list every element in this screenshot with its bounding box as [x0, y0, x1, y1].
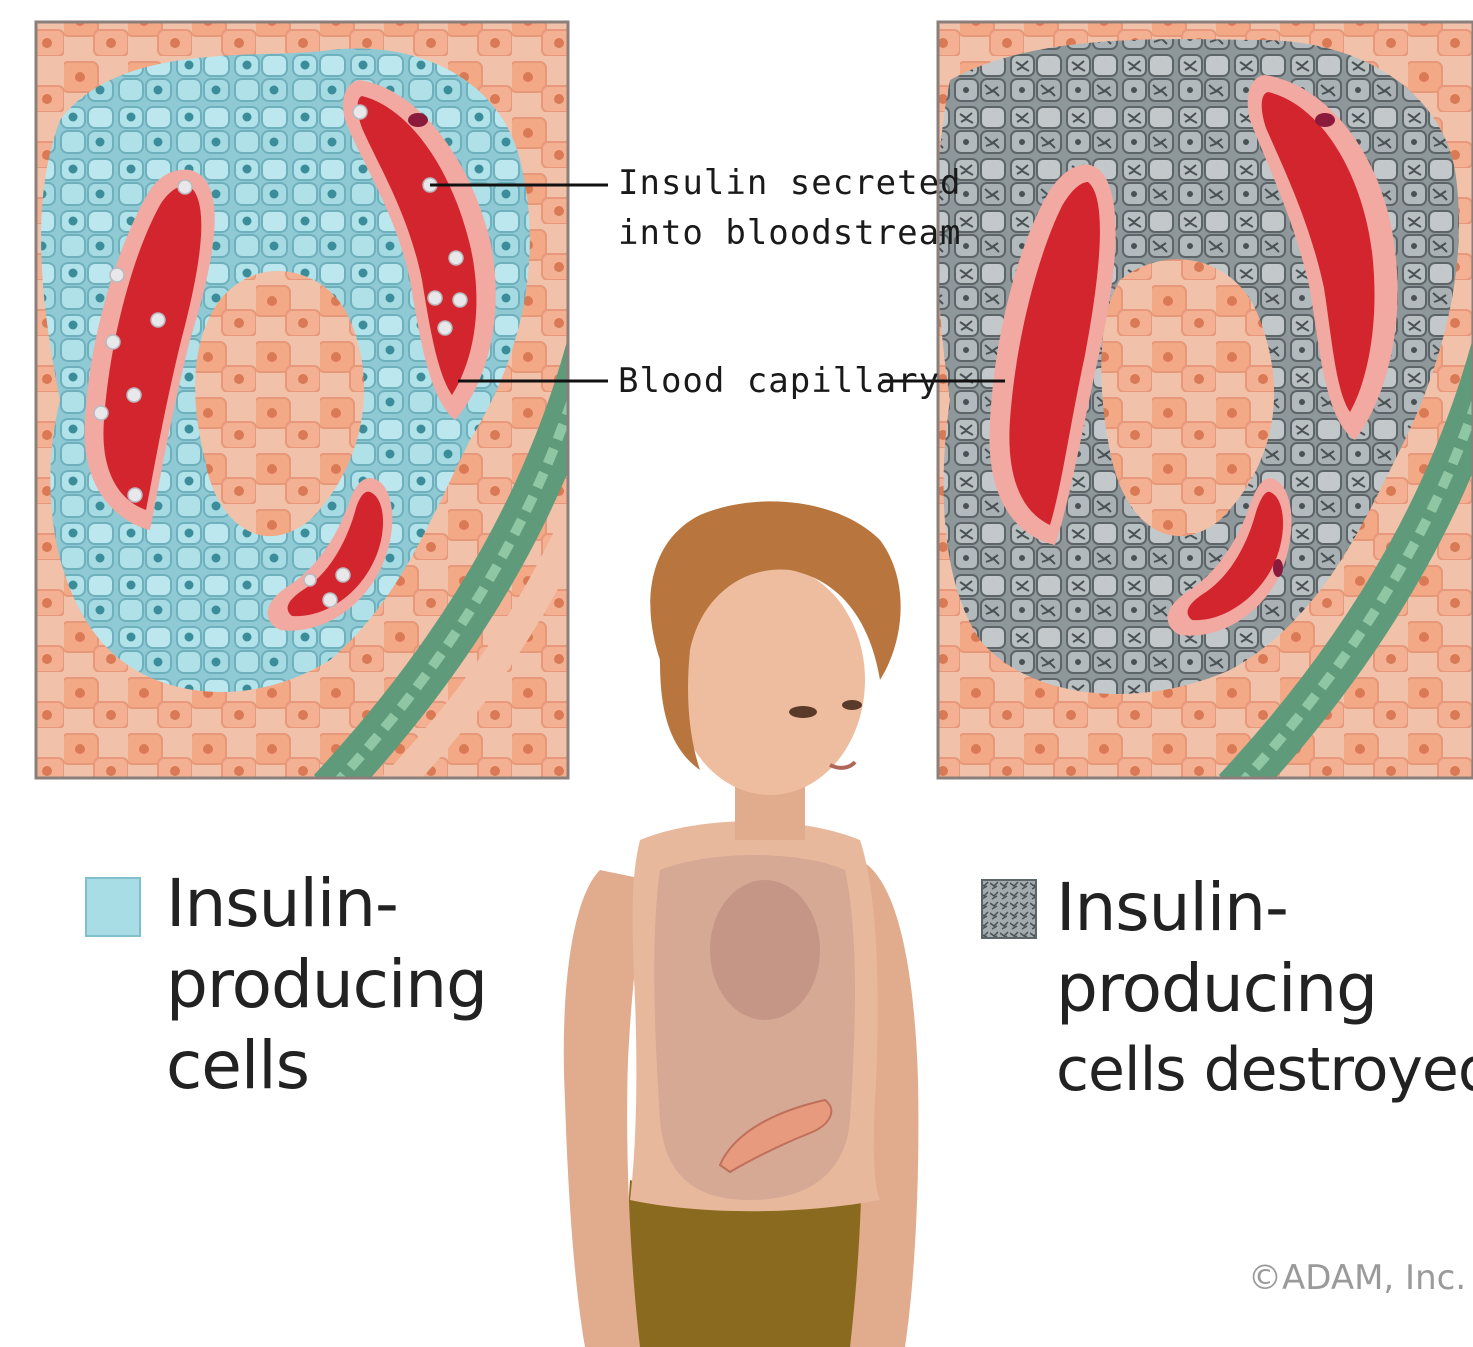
legend-swatch-healthy [86, 878, 140, 936]
healthy-islet-panel [36, 22, 640, 800]
legend-swatch-destroyed [982, 880, 1036, 938]
legend-healthy-line3: cells [166, 1026, 309, 1106]
label-insulin-secreted-line2: into bloodstream [618, 208, 962, 258]
copyright-credit: ©ADAM, Inc. [1248, 1258, 1466, 1298]
label-blood-capillary: Blood capillary [618, 356, 940, 406]
legend-healthy-line2: producing [166, 945, 487, 1025]
legend-destroyed-line2: producing [1056, 949, 1377, 1029]
legend-destroyed-line1: Insulin- [1056, 868, 1288, 948]
heart [710, 880, 820, 1020]
legend-healthy-line1: Insulin- [166, 864, 398, 944]
child-figure [564, 501, 919, 1347]
destroyed-islet-panel [937, 22, 1473, 790]
legend-destroyed-line3: cells destroyed [1056, 1030, 1473, 1110]
label-insulin-secreted-line1: Insulin secreted [618, 158, 962, 208]
